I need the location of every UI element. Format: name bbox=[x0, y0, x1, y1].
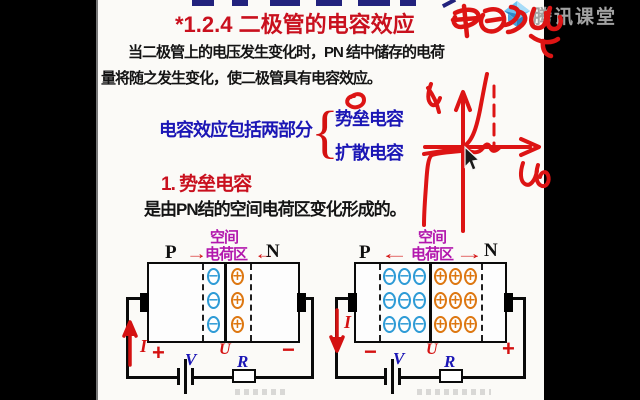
pn-junction-line bbox=[429, 264, 432, 341]
depletion-boundary-dashed bbox=[379, 264, 381, 341]
wire bbox=[463, 376, 526, 379]
depletion-boundary-dashed bbox=[202, 264, 204, 341]
current-label: I bbox=[344, 312, 352, 332]
battery-plate bbox=[391, 359, 394, 394]
cutoff-text-fragment bbox=[358, 0, 390, 6]
wire bbox=[305, 297, 314, 300]
left-electrode bbox=[348, 293, 357, 312]
section-body: 是由PN结的空间电荷区变化形成的。 bbox=[144, 200, 407, 219]
wire bbox=[194, 376, 232, 379]
capacitance-type-2: 扩散电容 bbox=[335, 143, 404, 163]
cutoff-text-fragment bbox=[441, 0, 457, 9]
cutoff-caption-left bbox=[235, 389, 285, 395]
resistor-label: R bbox=[237, 352, 249, 371]
depletion-boundary-dashed bbox=[250, 264, 252, 341]
junction-voltage-label: U bbox=[219, 341, 231, 358]
battery-plate bbox=[184, 359, 187, 394]
wire bbox=[335, 376, 384, 379]
cutoff-text-fragment bbox=[316, 0, 342, 6]
voltage-source-label: V bbox=[185, 350, 197, 369]
battery-plate bbox=[398, 368, 401, 385]
cutoff-text-fragment bbox=[192, 0, 214, 6]
wire bbox=[126, 297, 129, 379]
battery-plate bbox=[384, 368, 387, 385]
space-label: 空间 bbox=[418, 229, 447, 246]
arrow-out-of-region-icon: → bbox=[455, 244, 484, 263]
wire bbox=[523, 297, 526, 379]
watermark-brand-text: 腾讯课堂 bbox=[533, 7, 618, 28]
negative-charges: −−−−−−−−− bbox=[383, 268, 426, 333]
left-electrode bbox=[140, 293, 149, 312]
arrow-out-of-region-icon: ← bbox=[380, 244, 409, 263]
cutoff-text-fragment bbox=[232, 0, 248, 6]
positive-charges: +++ bbox=[231, 268, 244, 333]
plus-sign: + bbox=[502, 336, 515, 361]
capacitance-type-1: 势垒电容 bbox=[335, 109, 404, 129]
wire bbox=[126, 297, 140, 300]
space-label: 空间 bbox=[210, 229, 239, 246]
charge-region-label: 电荷区 bbox=[205, 246, 248, 263]
arrow-into-region-icon: ← bbox=[254, 244, 276, 263]
paragraph-line-2: 量将随之发生变化，使二极管具有电容效应。 bbox=[101, 70, 382, 87]
cutoff-caption-right bbox=[417, 389, 491, 395]
n-region-label: N bbox=[266, 241, 280, 262]
wire bbox=[401, 376, 439, 379]
minus-sign: − bbox=[364, 339, 377, 364]
n-region-label: N bbox=[484, 240, 498, 261]
p-region-label: P bbox=[165, 242, 177, 263]
wire bbox=[513, 297, 523, 300]
voltage-source-label: V bbox=[393, 349, 405, 368]
tencent-classroom-logo-icon bbox=[504, 1, 530, 27]
positive-charges: +++++++++ bbox=[434, 268, 477, 333]
battery-plate bbox=[177, 368, 180, 385]
resistor-symbol bbox=[439, 369, 463, 383]
minus-sign: − bbox=[282, 337, 295, 362]
cutoff-text-fragment bbox=[270, 0, 300, 6]
arrow-into-region-icon: → bbox=[186, 244, 208, 263]
slide-title: *1.2.4 二极管的电容效应 bbox=[175, 12, 415, 37]
wire bbox=[126, 376, 177, 379]
diode-body bbox=[147, 262, 300, 343]
negative-charges: −−− bbox=[207, 268, 220, 333]
capacitance-intro: 电容效应包括两部分 bbox=[159, 120, 313, 140]
junction-voltage-label: U bbox=[426, 341, 438, 358]
plus-sign: + bbox=[152, 340, 165, 365]
current-label: I bbox=[140, 336, 148, 356]
battery-plate bbox=[191, 368, 194, 385]
lecture-slide: *1.2.4 二极管的电容效应 当二极管上的电压发生变化时，PN 结中储存的电荷… bbox=[96, 0, 544, 400]
cutoff-text-fragment bbox=[400, 0, 416, 6]
right-electrode bbox=[297, 293, 306, 312]
paragraph-line-1: 当二极管上的电压发生变化时，PN 结中储存的电荷 bbox=[128, 44, 445, 61]
charge-region-label: 电荷区 bbox=[411, 246, 454, 263]
brace: { bbox=[311, 99, 339, 164]
p-region-label: P bbox=[359, 242, 371, 263]
resistor-symbol bbox=[232, 369, 256, 383]
wire bbox=[335, 297, 349, 300]
section-heading: 1. 势垒电容 bbox=[161, 174, 252, 195]
wire bbox=[311, 297, 314, 379]
wire bbox=[256, 376, 314, 379]
right-electrode bbox=[504, 293, 513, 312]
pn-junction-line bbox=[224, 264, 227, 341]
resistor-label: R bbox=[444, 352, 456, 371]
wire bbox=[335, 297, 338, 379]
depletion-boundary-dashed bbox=[481, 264, 483, 341]
